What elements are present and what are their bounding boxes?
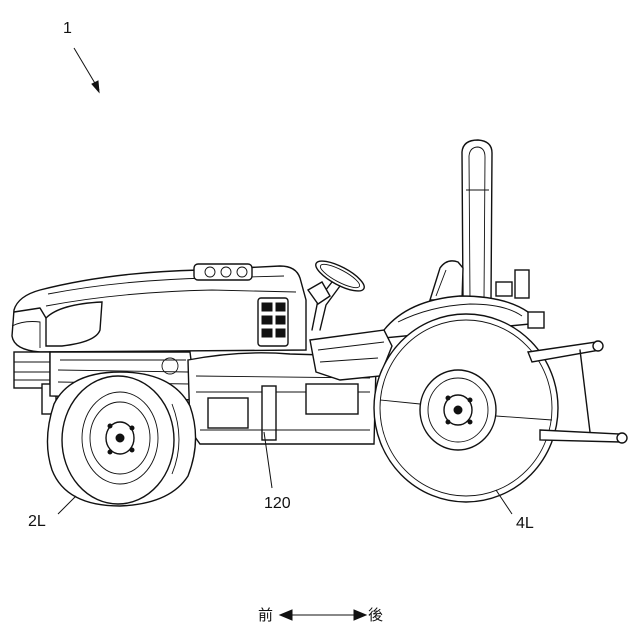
label-frame: 120 bbox=[264, 495, 291, 512]
seat bbox=[430, 261, 463, 300]
hood-vent bbox=[194, 264, 252, 280]
direction-indicator: 前 後 bbox=[258, 606, 383, 624]
side-vents bbox=[258, 298, 288, 346]
direction-rear-label: 後 bbox=[368, 606, 383, 624]
rops-frame bbox=[462, 140, 492, 300]
direction-front-label: 前 bbox=[258, 606, 273, 624]
label-rear-wheel: 4L bbox=[516, 515, 534, 532]
ref-main-arrow bbox=[74, 48, 99, 92]
steering-wheel bbox=[308, 255, 368, 330]
rear-wheel bbox=[374, 314, 558, 502]
transmission-housing bbox=[310, 330, 392, 380]
direction-arrowhead-rear bbox=[354, 610, 366, 620]
leader-front-wheel bbox=[58, 496, 76, 514]
direction-arrowhead-front bbox=[280, 610, 292, 620]
front-wheel bbox=[47, 372, 195, 506]
label-front-wheel: 2L bbox=[28, 513, 46, 530]
label-ref-main: 1 bbox=[63, 20, 72, 37]
